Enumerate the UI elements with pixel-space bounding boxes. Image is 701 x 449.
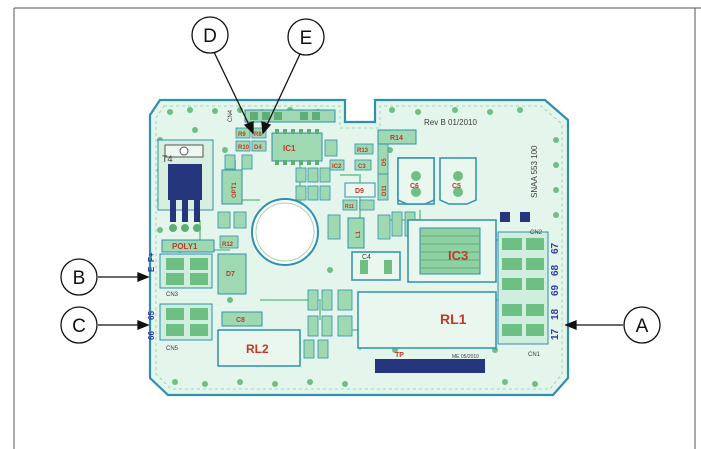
callout-c-label: C: [72, 316, 86, 337]
label-cn3: CN3: [166, 292, 179, 298]
callout-a-label: A: [636, 316, 649, 337]
label-d11: D11: [382, 185, 388, 196]
tp-bar: [375, 359, 485, 373]
label-ic3: IC3: [448, 248, 468, 263]
t4-body: [168, 164, 202, 200]
label-c5: C5: [452, 183, 461, 190]
rl2-outline: [217, 329, 301, 367]
label-r8: R8: [254, 132, 262, 138]
callout-b-arrow: [137, 272, 150, 282]
poly1-outline: [161, 239, 215, 253]
label-fine-print: ME 05/2010: [452, 354, 479, 360]
cn4-header: [244, 109, 336, 123]
callout-d-line: [213, 51, 251, 128]
label-cn5: CN5: [166, 346, 179, 352]
label-r10: R10: [238, 145, 250, 151]
callout-e-arrow: [261, 121, 272, 135]
fiducial-2: [520, 212, 530, 222]
label-cn2: CN2: [530, 230, 543, 236]
label-pin-e: E: [147, 266, 156, 272]
label-cn1: CN1: [528, 352, 541, 358]
label-r14: R14: [390, 135, 403, 142]
callout-c-circle: [60, 306, 98, 344]
label-pin-68: 68: [550, 264, 561, 276]
label-c8: C8: [236, 317, 245, 324]
callout-b-label: B: [73, 268, 86, 289]
ic1-outline: [271, 132, 323, 162]
label-pin-69: 69: [550, 284, 561, 296]
c4-outline: [351, 251, 401, 281]
label-d7: D7: [226, 271, 235, 278]
l1-outline: [347, 217, 365, 249]
label-pin-66: 66: [147, 331, 156, 340]
label-c4: C4: [362, 254, 371, 261]
callout-d-circle: [191, 16, 229, 54]
label-pin-65: 65: [147, 311, 156, 320]
label-pin-fplus: F+: [147, 252, 156, 262]
rl1-outline: [357, 291, 497, 349]
label-d4: D4: [254, 145, 262, 151]
opt1-outline: [221, 169, 243, 205]
label-r11: R11: [345, 204, 354, 210]
label-poly1: POLY1: [172, 242, 198, 251]
label-ic2: IC2: [332, 164, 342, 170]
label-pin-18: 18: [550, 308, 561, 320]
callout-b-circle: [60, 258, 98, 296]
callout-d-arrow: [243, 121, 254, 135]
callout-a-circle: [623, 306, 661, 344]
label-opt1: OPT1: [232, 182, 238, 198]
label-r13: R13: [357, 148, 369, 154]
label-rl2: RL2: [246, 342, 269, 356]
label-pin-67: 67: [550, 242, 561, 254]
callout-e-label: E: [300, 28, 313, 49]
c8-outline: [221, 311, 263, 327]
callout-e-circle: [287, 18, 325, 56]
mounting-hole: [251, 198, 319, 266]
d9-outline: [344, 182, 376, 198]
label-c6: C6: [410, 183, 419, 190]
label-d9: D9: [355, 188, 364, 195]
callout-a-arrow: [564, 320, 577, 330]
label-part-number: SNAA 553 100: [530, 145, 539, 198]
board-inner-outline: [155, 105, 563, 390]
label-tp: TP: [395, 352, 404, 359]
d7-outline: [217, 253, 247, 295]
callout-c-arrow: [137, 320, 150, 330]
label-r9: R9: [238, 132, 246, 138]
label-d5: D5: [382, 158, 388, 166]
label-l1: L1: [356, 230, 362, 238]
callout-d-label: D: [203, 26, 217, 47]
label-rl1: RL1: [440, 311, 467, 327]
label-cn4: CN4: [228, 109, 234, 122]
label-r12: R12: [222, 242, 234, 248]
label-t4: T4: [162, 154, 173, 164]
label-ic1: IC1: [283, 144, 296, 153]
label-c3: C3: [358, 164, 366, 170]
label-pin-17: 17: [550, 328, 561, 340]
fiducial-1: [500, 212, 510, 222]
r14-outline: [377, 129, 417, 145]
callout-e-line: [265, 53, 301, 128]
label-revision: Rev B 01/2010: [424, 118, 477, 127]
